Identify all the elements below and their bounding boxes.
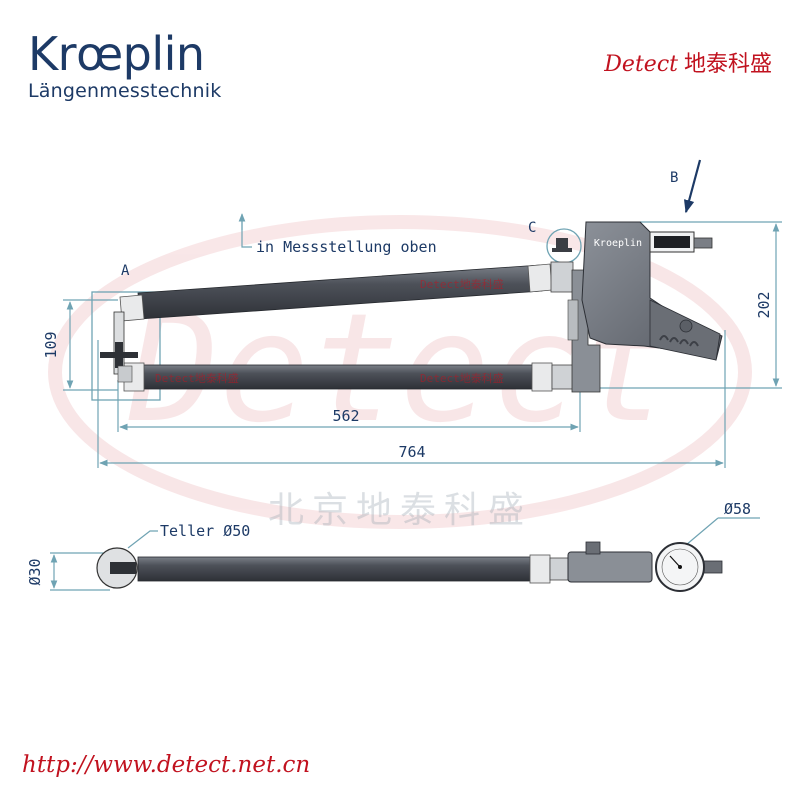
dim-58-text: Ø58 xyxy=(724,500,751,518)
svg-text:Detect地泰科盛: Detect地泰科盛 xyxy=(420,277,504,291)
dim-109-text: 109 xyxy=(42,331,60,358)
anvil-assembly xyxy=(100,311,138,383)
watermark-cn-text: 北京地泰科盛 xyxy=(268,490,532,531)
svg-text:Detect地泰科盛: Detect地泰科盛 xyxy=(420,371,504,385)
dim-562-text: 562 xyxy=(332,407,359,425)
detail-c-label: C xyxy=(528,220,536,236)
device-logo-text: Kroeplin xyxy=(594,238,642,249)
svg-text:Detect地泰科盛: Detect地泰科盛 xyxy=(155,371,239,385)
brand-logo: Krœplin Längenmesstechnik xyxy=(28,30,221,102)
upper-arm xyxy=(119,261,574,322)
dim-764-text: 764 xyxy=(398,443,425,461)
detail-a-frame xyxy=(91,291,161,401)
dealer-name-cn: 地泰科盛 xyxy=(683,52,772,77)
teller-label: Teller Ø50 xyxy=(160,522,250,540)
dim-202-text: 202 xyxy=(755,291,773,318)
footer-url[interactable]: http://www.detect.net.cn xyxy=(22,752,311,778)
top-view-arm xyxy=(137,554,569,584)
dimension-lines xyxy=(66,213,780,467)
top-view-dimension-lines xyxy=(50,517,760,591)
view-b-arrow xyxy=(683,159,702,214)
brand-subtitle: Längenmesstechnik xyxy=(28,80,222,102)
view-b-label: B xyxy=(670,170,678,186)
dealer-name-en: Detect xyxy=(604,52,678,77)
position-note: in Messstellung oben xyxy=(256,238,437,256)
brand-name: Krœplin xyxy=(28,27,205,81)
contact-point-c xyxy=(552,238,572,252)
teller-disc xyxy=(96,547,138,589)
lower-arm xyxy=(123,362,575,392)
top-view-head xyxy=(567,541,723,592)
measuring-head: Kroeplin xyxy=(581,221,723,361)
detail-a-label: A xyxy=(121,263,130,279)
dim-30-text: Ø30 xyxy=(26,558,44,585)
